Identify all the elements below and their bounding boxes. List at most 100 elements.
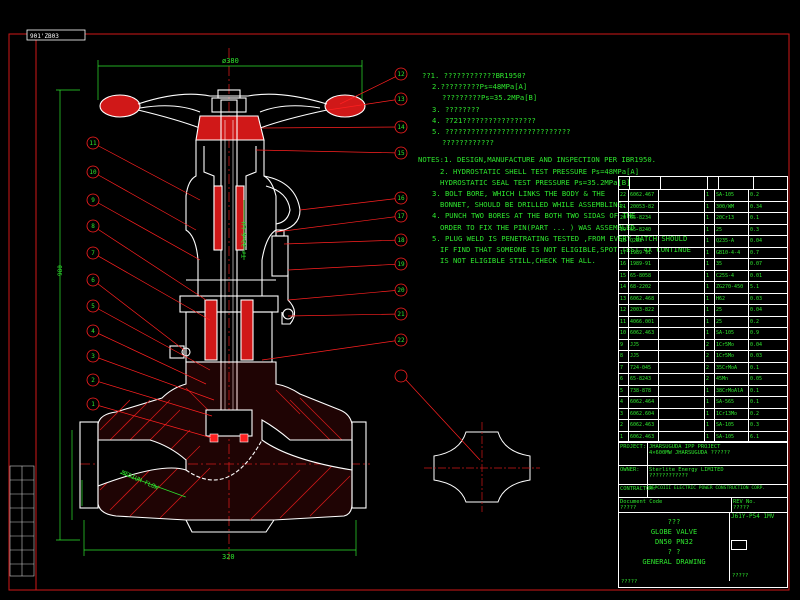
parts-cell-mat: ZG270-450 [715,282,749,293]
parts-cell-qty: 1 [705,213,715,224]
parts-cell-no: 14 [619,282,629,293]
parts-cell-qty: 1 [705,420,715,431]
parts-cell-no: 6 [619,374,629,385]
parts-cell-no: 7 [619,362,629,373]
parts-cell-no: 11 [619,316,629,327]
parts-cell-no: 4 [619,397,629,408]
cn-note-7: ???????????? [442,138,494,148]
project-name-2: 4×600MW JHARSUGUDA ?????? [649,450,731,457]
parts-cell-name [659,431,705,442]
balloon-circle [394,191,408,205]
parts-cell-code: JJ5 [629,339,659,350]
balloon-circle [394,257,408,271]
parts-cell-no: 18 [619,236,629,247]
balloon-label: 21 [397,311,405,318]
note-2: 2. HYDROSTATIC SHELL TEST PRESSURE Ps=48… [440,166,640,176]
parts-cell-mat: 35CrMoA [715,362,749,373]
parts-cell-code: 6062.604 [629,408,659,419]
cn-note-5: 4. ?721????????????????? [432,115,536,125]
parts-cell-wt: 0.2 [750,192,760,198]
parts-cell-qty: 1 [705,236,715,247]
parts-cell-code: 1989-91 [629,247,659,258]
parts-cell-mat: 1Cr5Mo [715,339,749,350]
parts-cell-code: 6062.463 [629,328,659,339]
cn-note-4: 3. ???????? [432,104,480,114]
cn-note-6: 5. ????????????????????????????? [432,127,571,137]
parts-cell-code: JJ5 [629,351,659,362]
parts-cell-code: Q233 [629,236,659,247]
parts-cell-mat: SA-105 [715,420,749,431]
parts-cell-code: 4066.001 [629,316,659,327]
balloon-label: 18 [397,237,405,244]
balloon-circle [86,273,100,287]
parts-cell-code: 65-8243 [629,374,659,385]
parts-cell-no: 13 [619,293,629,304]
parts-cell-name [659,282,705,293]
parts-cell-no: 17 [619,247,629,258]
note-3: 3. BOLT BORE, WHICH LINKS THE BODY & THE [432,189,606,199]
parts-cell-code: 6062.464 [629,397,659,408]
balloon-circle [394,67,408,81]
note-5c: IS NOT ELIGIBLE STILL,CHECK THE ALL. [440,256,596,266]
parts-cell-name [659,270,705,281]
parts-cell-wt: 0.3 [750,226,760,233]
balloon-label: 5 [91,303,95,310]
balloon-label: 10 [89,169,97,176]
owner-name: Sterlite Energy LIMITED [649,467,724,473]
parts-cell-mat: 25 [715,305,749,316]
stamp-box [26,29,86,41]
balloon-circle [86,219,100,233]
parts-cell-qty: 1 [705,270,715,281]
cn-note-3: ?????????Ps=35.2MPa[B] [442,93,538,103]
parts-cell-wt: 0.03 [750,295,763,302]
parts-cell-wt: 0.1 [750,387,760,394]
parts-cell-qty: 2 [705,374,715,385]
balloon-label: 11 [89,140,97,147]
handwheel [99,89,366,141]
parts-cell-qty: 1 [705,259,715,270]
parts-cell-name [659,385,705,396]
project-name: JHARSUGUDA IPP PROJECT [649,444,721,450]
parts-cell-wt: 0.1 [750,364,760,371]
title-cn: ??? [667,518,681,526]
general-cn: ? ? [667,548,681,556]
parts-cell-mat: Q235-A [715,236,749,247]
owner-name-2: ???????????? [649,473,688,480]
parts-cell-qty: 1 [705,247,715,258]
size-spec: DN50 PN32 [655,538,693,546]
balloon-label: 20 [397,287,405,294]
parts-cell-no: 12 [619,305,629,316]
leader-lines [92,73,402,439]
parts-cell-code: 65-8234 [629,213,659,224]
parts-cell-name [659,362,705,373]
parts-cell-qty: 1 [705,316,715,327]
parts-cell-no: 10 [619,328,629,339]
parts-cell-code: 2003-822 [629,305,659,316]
parts-cell-wt: 5.1 [750,284,760,290]
parts-cell-no: 22 [619,190,629,201]
parts-cell-name [659,351,705,362]
parts-cell-qty: 1 [705,201,715,212]
parts-cell-wt: 0.2 [750,410,760,417]
parts-cell-mat: 25 [715,316,749,327]
rev-label: REV No. [733,499,756,505]
parts-cell-wt: 6.1 [750,433,760,440]
valve-section-view: MEDIUM FLOW [79,48,370,560]
parts-cell-name [659,224,705,235]
parts-cell-wt: 0.04 [750,238,763,244]
balloon-circle [394,146,408,160]
parts-cell-name [659,339,705,350]
balloon-label: 1 [91,401,95,408]
parts-cell-code: 65-8058 [629,270,659,281]
